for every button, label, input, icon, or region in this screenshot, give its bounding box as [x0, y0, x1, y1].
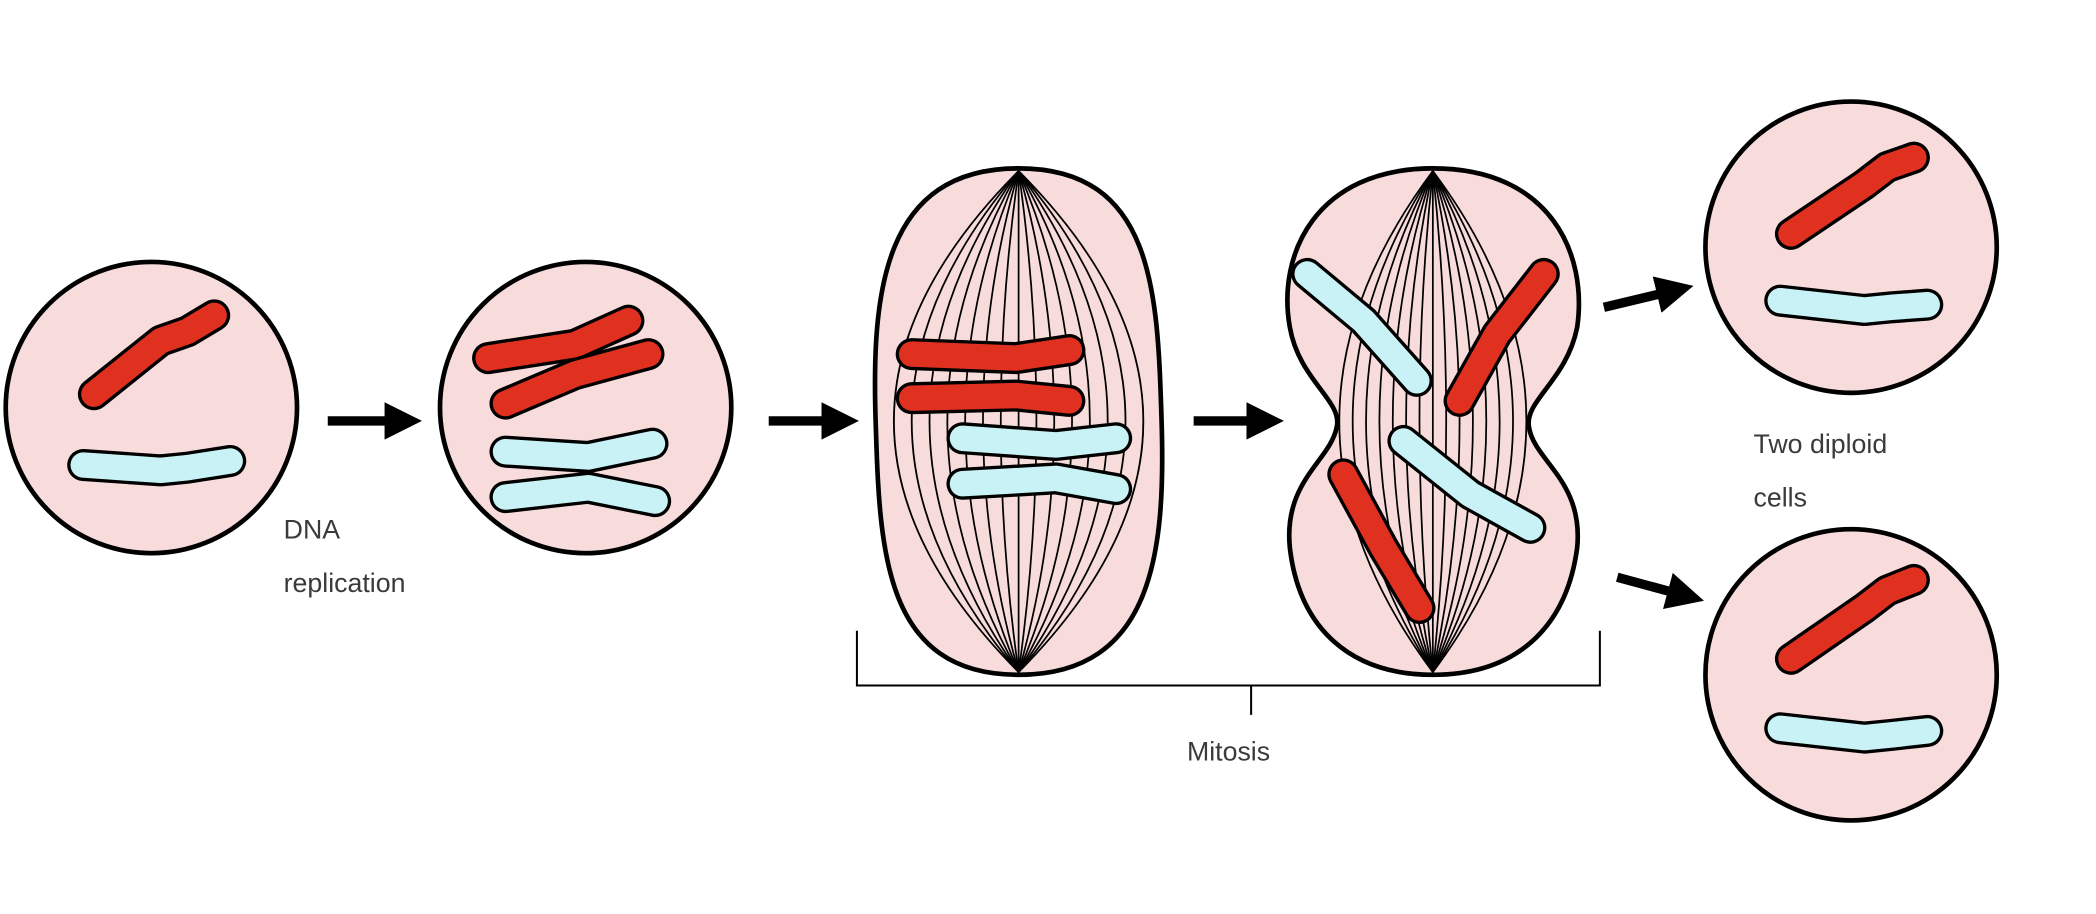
red-chromosome	[1443, 257, 1560, 417]
dividing-cell	[1285, 166, 1582, 678]
spindle-fiber	[1431, 170, 1448, 673]
red-sister-chromatid	[472, 304, 645, 375]
spindle-fiber	[1432, 170, 1528, 673]
spindle-fiber	[1017, 170, 1038, 673]
spindle-fiber	[1017, 170, 1109, 673]
red-chromosome	[895, 379, 1086, 417]
spindle-fiber	[1017, 170, 1056, 673]
dna-label-line2: replication	[284, 568, 406, 598]
spindle-fiber	[1432, 170, 1514, 673]
daughter-cell-top	[1703, 99, 2000, 396]
blue-sister-chromatid	[489, 471, 672, 518]
parent-cell	[3, 259, 300, 556]
spindle-fiber	[946, 170, 1020, 673]
blue-chromosome	[1764, 712, 1944, 754]
spindle-fiber	[928, 170, 1020, 673]
spindle-fiber	[1017, 170, 1073, 673]
blue-chromosome	[1764, 284, 1944, 327]
spindle-fiber	[1432, 170, 1474, 673]
red-sister-chromatid	[489, 338, 665, 420]
red-chromosome	[77, 299, 231, 411]
red-chromosome	[895, 334, 1086, 375]
spindle-fiber	[1017, 170, 1145, 673]
blue-chromosome	[946, 422, 1133, 462]
replicated-cell	[437, 259, 734, 556]
arrow-icon	[1616, 572, 1704, 610]
red-chromosome	[1774, 141, 1930, 250]
dna-label-line1: DNA	[284, 515, 341, 545]
spindle-fiber	[893, 170, 1020, 673]
blue-sister-chromatid	[489, 427, 669, 474]
daughter-cell-bottom	[1703, 526, 2000, 823]
spindle-fiber	[1338, 170, 1434, 673]
red-chromosome	[1327, 458, 1436, 625]
spindle-fiber	[964, 170, 1020, 673]
spindle-fiber	[1432, 170, 1488, 673]
mitosis-label: Mitosis	[1187, 736, 1270, 766]
result-label-line2: cells	[1754, 482, 1807, 512]
spindle-fiber	[982, 170, 1020, 673]
arrow-icon	[1602, 276, 1694, 313]
spindle-fiber	[1017, 170, 1127, 673]
metaphase-cell	[872, 166, 1165, 678]
blue-chromosome	[67, 444, 247, 487]
red-chromosome	[1774, 563, 1930, 675]
result-label-line1: Two diploid	[1754, 429, 1888, 459]
blue-chromosome	[1387, 424, 1547, 544]
spindle-fiber	[911, 170, 1020, 673]
mitosis-bracket	[855, 630, 1601, 715]
spindle-fiber	[1351, 170, 1434, 673]
spindle-fiber	[1017, 170, 1091, 673]
spindle-fiber	[1431, 170, 1461, 673]
blue-chromosome	[1291, 257, 1433, 397]
spindle-fiber	[1432, 170, 1501, 673]
blue-chromosome	[946, 462, 1133, 506]
spindle-fiber	[999, 170, 1020, 673]
